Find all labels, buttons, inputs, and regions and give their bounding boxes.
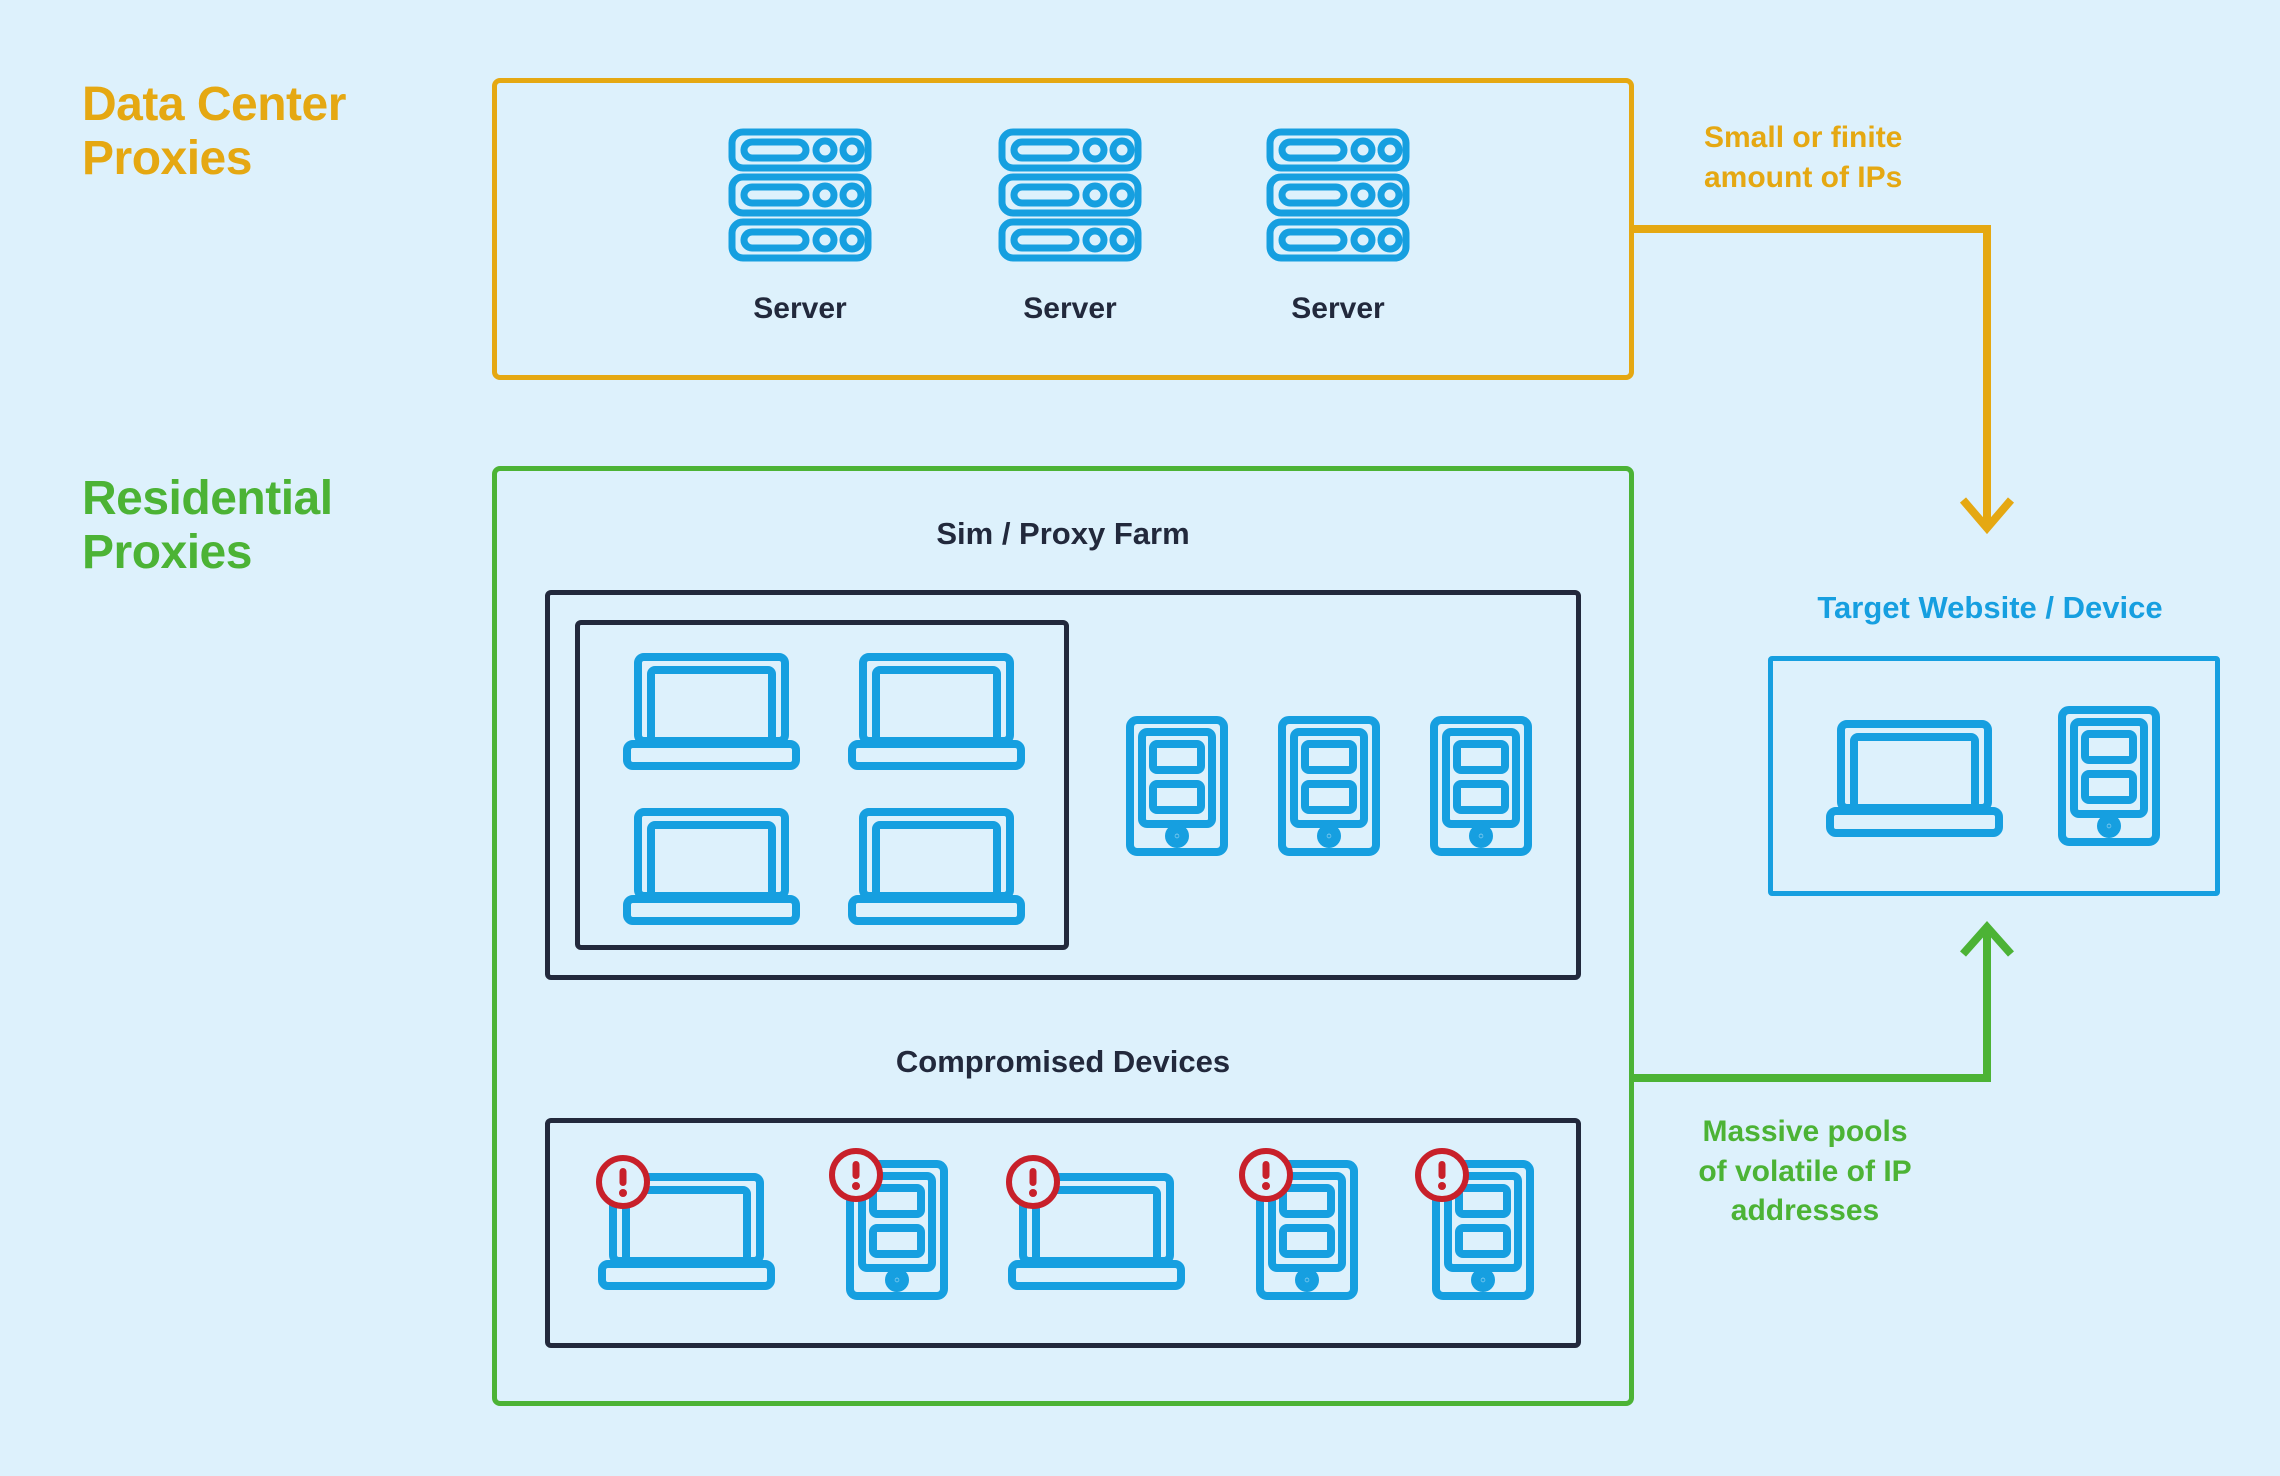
datacenter-section-heading: Data Center Proxies (82, 78, 346, 185)
server-label-2: Server (1023, 292, 1117, 325)
compromised-devices-box (545, 1118, 1581, 1348)
sim-proxy-farm-heading: Sim / Proxy Farm (936, 516, 1190, 551)
elbow-right-up-arrow (1634, 920, 2014, 1082)
target-website-box (1768, 656, 2220, 896)
sim-proxy-farm-box (545, 590, 1581, 980)
elbow-right-down-arrow (1634, 225, 2015, 535)
server-label-1: Server (753, 292, 847, 325)
residential-group-box (492, 466, 1634, 1406)
datacenter-flow-annotation: Small or finite amount of IPs (1704, 121, 1903, 194)
datacenter-group-box (492, 78, 1634, 380)
server-label-3: Server (1291, 292, 1385, 325)
compromised-devices-heading: Compromised Devices (895, 1044, 1231, 1079)
residential-section-heading: Residential Proxies (82, 472, 333, 579)
target-website-heading: Target Website / Device (1817, 590, 2163, 625)
sim-proxy-farm-laptops-box (575, 620, 1069, 950)
residential-flow-annotation: Massive pools of volatile of IP addresse… (1698, 1115, 1912, 1228)
